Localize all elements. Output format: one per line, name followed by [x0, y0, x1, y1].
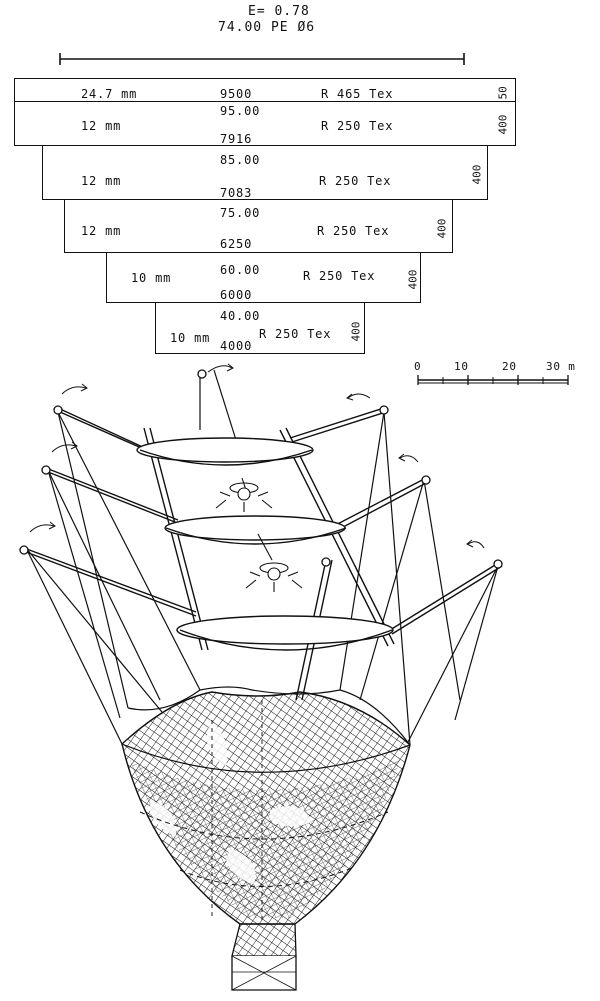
mesh-count-top: 9500: [220, 87, 253, 101]
codend: [231, 923, 297, 991]
mesh-count-top: 95.00: [220, 104, 261, 118]
net-panel-4: 12 mm 75.00 6250 R 250 Tex 400: [64, 199, 453, 253]
mesh-count-bottom: 6000: [220, 288, 253, 302]
panel-depth: 400: [349, 321, 363, 342]
headrope-line: [59, 53, 465, 65]
twine-material: R 250 Tex: [303, 269, 376, 283]
net-panel-1: 24.7 mm 9500 R 465 Tex 50: [14, 78, 516, 102]
mesh-size: 10 mm: [131, 271, 172, 285]
panel-depth: 400: [470, 164, 484, 185]
panel-depth: 400: [406, 269, 420, 290]
rings: [136, 437, 394, 651]
boom-tips: [19, 369, 503, 569]
mesh-count-bottom: 4000: [220, 339, 253, 353]
mesh-size: 24.7 mm: [81, 87, 138, 101]
scale-tick-20: 20: [502, 360, 517, 373]
mesh-count-bottom: 7083: [220, 186, 253, 200]
twine-material: R 250 Tex: [321, 119, 394, 133]
mesh-size: 12 mm: [81, 224, 122, 238]
scale-bar: 0 10 20 30 m: [412, 358, 592, 388]
panel-depth: 400: [496, 114, 510, 135]
rotation-arrows: [29, 363, 485, 549]
net-bag: [121, 691, 411, 925]
mesh-count-top: 85.00: [220, 153, 261, 167]
scale-tick-30: 30 m: [546, 360, 576, 373]
twine-material: R 250 Tex: [319, 174, 392, 188]
mesh-count-top: 60.00: [220, 263, 261, 277]
twine-material: R 465 Tex: [321, 87, 394, 101]
net-panel-2: 12 mm 95.00 7916 R 250 Tex 400: [14, 101, 516, 146]
mesh-count-top: 40.00: [220, 309, 261, 323]
panel-depth: 400: [435, 218, 449, 239]
panel-depth: 50: [496, 86, 510, 100]
booms: [23, 407, 503, 701]
net-panel-6: 10 mm 40.00 4000 R 250 Tex 400: [155, 302, 365, 354]
scale-tick-0: 0: [414, 360, 422, 373]
net-panel-5: 10 mm 60.00 6000 R 250 Tex 400: [106, 252, 421, 303]
net-side-panels: [25, 369, 499, 746]
twine-material: R 250 Tex: [259, 327, 332, 341]
lift-net-illustration: [19, 363, 503, 991]
scale-ruler: [417, 375, 569, 385]
mesh-size: 10 mm: [170, 331, 211, 345]
twine-material: R 250 Tex: [317, 224, 390, 238]
mesh-size: 12 mm: [81, 119, 122, 133]
mesh-size: 12 mm: [81, 174, 122, 188]
header-float-line: 74.00 PE Ø6: [218, 20, 316, 35]
header-e-value: E= 0.78: [248, 4, 310, 19]
mesh-count-bottom: 7916: [220, 132, 253, 146]
mesh-count-bottom: 6250: [220, 237, 253, 251]
lamps: [215, 477, 303, 592]
scale-tick-10: 10: [454, 360, 469, 373]
net-panel-3: 12 mm 85.00 7083 R 250 Tex 400: [42, 145, 488, 200]
mesh-count-top: 75.00: [220, 206, 261, 220]
